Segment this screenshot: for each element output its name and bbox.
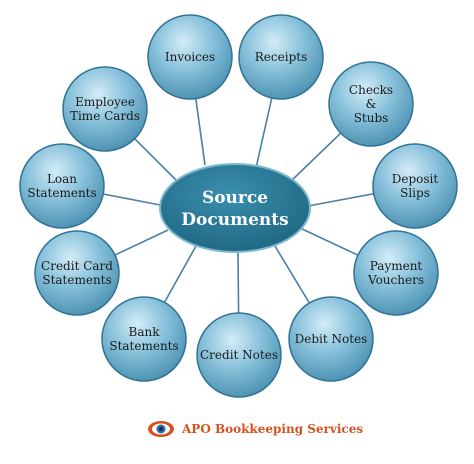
node-circle-loan-statements <box>19 143 105 229</box>
node-circle-credit-card-statements <box>34 230 120 316</box>
node-label-loan-statements-line-2: Statements <box>27 186 96 200</box>
node-label-bank-statements-line-1: Bank <box>129 325 161 339</box>
node-circle-bank-statements <box>101 296 187 382</box>
center-title-line-2: Documents <box>181 210 288 230</box>
node-label-checks-stubs-line-3: Stubs <box>354 111 389 125</box>
node-label-receipts-line-1: Receipts <box>255 50 307 64</box>
node-credit-notes: Credit Notes <box>196 312 282 398</box>
node-label-deposit-slips-line-2: Slips <box>400 186 430 200</box>
node-label-credit-card-statements-line-1: Credit Card <box>41 259 113 273</box>
node-label-debit-notes-line-1: Debit Notes <box>295 332 368 346</box>
node-circle-checks-stubs <box>328 61 414 147</box>
node-circle-credit-notes <box>196 312 282 398</box>
node-label-employee-time-cards-line-1: Employee <box>75 95 135 109</box>
node-circle-invoices <box>147 14 233 100</box>
node-label-payment-vouchers-line-2: Vouchers <box>367 273 424 287</box>
node-circle-receipts <box>238 14 324 100</box>
center-title-line-1: Source <box>202 188 268 208</box>
node-label-employee-time-cards-line-2: Time Cards <box>70 109 140 123</box>
node-checks-stubs: Checks&Stubs <box>328 61 414 147</box>
node-label-payment-vouchers-line-1: Payment <box>370 259 423 273</box>
center-node-shape <box>159 163 311 253</box>
footer-branding: APO Bookkeeping Services <box>146 417 363 441</box>
node-label-checks-stubs-line-2: & <box>366 97 377 111</box>
node-label-credit-card-statements-line-2: Statements <box>42 273 111 287</box>
node-label-loan-statements-line-1: Loan <box>47 172 77 186</box>
node-label-invoices-line-1: Invoices <box>165 50 215 64</box>
node-circle-payment-vouchers <box>353 230 439 316</box>
node-label-deposit-slips-line-1: Deposit <box>392 172 439 186</box>
node-label-checks-stubs-line-1: Checks <box>349 83 393 97</box>
node-circle-deposit-slips <box>372 143 458 229</box>
node-circle-debit-notes <box>288 296 374 382</box>
node-receipts: Receipts <box>238 14 324 100</box>
node-invoices: Invoices <box>147 14 233 100</box>
node-circle-employee-time-cards <box>62 66 148 152</box>
source-documents-diagram: Source Documents Invoices ReceiptsChecks&… <box>19 14 458 398</box>
node-label-bank-statements-line-2: Statements <box>109 339 178 353</box>
footer-brand-text: APO Bookkeeping Services <box>182 422 364 436</box>
apo-logo-icon <box>148 421 174 437</box>
center-node: Source Documents <box>159 163 311 253</box>
node-label-credit-notes-line-1: Credit Notes <box>200 348 278 362</box>
node-debit-notes: Debit Notes <box>288 296 374 382</box>
